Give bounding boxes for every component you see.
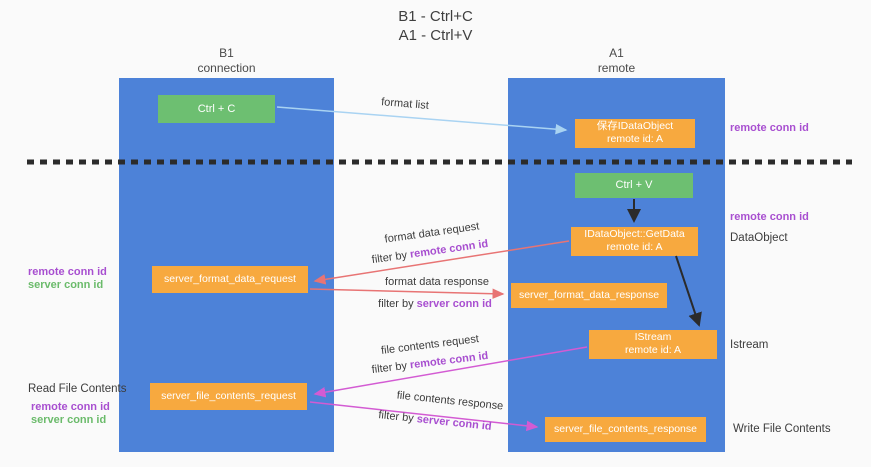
node-ctrl-c: Ctrl + C <box>158 95 275 123</box>
lane-b1-subtitle: connection <box>197 61 256 75</box>
annotation-write-file-contents: Write File Contents <box>733 423 831 435</box>
lane-header-a1: A1 remote <box>508 46 725 76</box>
node-istream-line2: remote id: A <box>624 344 682 356</box>
annotation-server-conn-id-left2: server conn id <box>31 414 107 426</box>
lane-header-b1: B1 connection <box>119 46 334 76</box>
node-server-format-data-response: server_format_data_response <box>511 283 667 308</box>
lane-a1-title: A1 <box>609 46 624 60</box>
filter-by-prefix: filter by <box>371 359 411 377</box>
node-save-idataobject: 保存IDataObject remote id: A <box>575 119 695 148</box>
diagram-title-line2: A1 - Ctrl+V <box>398 27 473 44</box>
label-format-list: format list <box>380 96 430 112</box>
lane-b1-title: B1 <box>219 46 234 60</box>
filter-key-remote-conn-id: remote conn id <box>409 349 489 372</box>
node-istream-line1: IStream <box>634 331 672 343</box>
node-idataobject-getdata: IDataObject::GetData remote id: A <box>571 227 698 256</box>
annotation-remote-conn-id-mid: remote conn id <box>730 211 809 223</box>
label-filter-server-conn-id-1: filter by server conn id <box>360 298 510 310</box>
node-server-file-contents-request: server_file_contents_request <box>150 383 307 410</box>
node-getdata-line2: remote id: A <box>606 241 663 253</box>
annotation-server-conn-id-left1: server conn id <box>28 279 104 291</box>
node-istream: IStream remote id: A <box>589 330 717 359</box>
format-data-response-arrow <box>309 288 505 299</box>
lane-a1-subtitle: remote <box>597 61 636 75</box>
filter-key-server-conn-id: server conn id <box>416 413 493 433</box>
annotation-read-file-contents: Read File Contents <box>28 383 127 395</box>
node-server-format-data-request: server_format_data_request <box>152 266 308 293</box>
annotation-dataobject: DataObject <box>730 232 788 244</box>
annotation-remote-conn-id-top: remote conn id <box>730 122 809 134</box>
node-server-file-contents-response: server_file_contents_response <box>545 417 706 442</box>
label-format-data-response: format data response <box>385 276 489 288</box>
node-save-idataobject-line1: 保存IDataObject <box>596 120 674 132</box>
node-getdata-line1: IDataObject::GetData <box>584 228 685 240</box>
node-save-idataobject-line2: remote id: A <box>606 133 664 145</box>
diagram-title: B1 - Ctrl+C A1 - Ctrl+V <box>0 7 871 45</box>
diagram-title-line1: B1 - Ctrl+C <box>398 8 473 25</box>
annotation-remote-conn-id-left1: remote conn id <box>28 266 107 278</box>
filter-key-remote-conn-id: remote conn id <box>409 237 489 261</box>
node-ctrl-v: Ctrl + V <box>575 173 693 198</box>
filter-by-prefix: filter by <box>377 409 418 426</box>
annotation-remote-conn-id-left2: remote conn id <box>31 401 110 413</box>
filter-key-server-conn-id: server conn id <box>416 298 492 310</box>
filter-by-prefix: filter by <box>371 248 411 267</box>
filter-by-prefix: filter by <box>378 298 417 310</box>
annotation-istream: Istream <box>730 339 769 351</box>
